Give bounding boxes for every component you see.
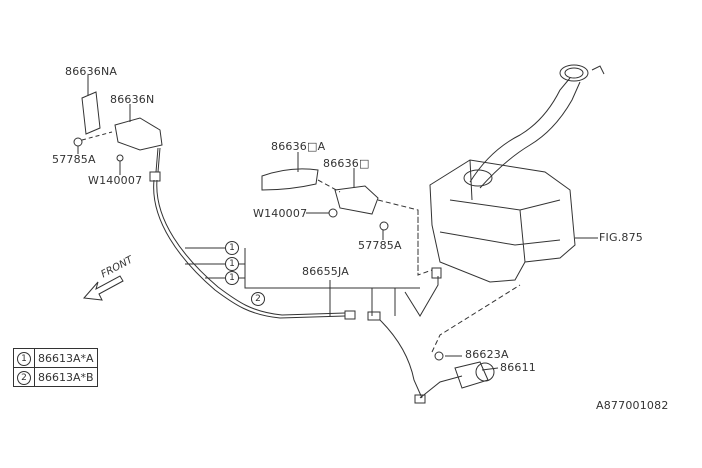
label-W140007-left: W140007: [88, 174, 143, 187]
callout-2: 2: [251, 292, 265, 306]
callout-1: 1: [225, 271, 239, 285]
washer-hose: [153, 147, 346, 319]
label-57785A-left: 57785A: [52, 153, 96, 166]
label-86623A: 86623A: [465, 348, 509, 361]
callout-1: 1: [225, 257, 239, 271]
label-86636N: 86636N: [110, 93, 155, 106]
label-86636NA: 86636NA: [65, 65, 118, 78]
label-86655JA: 86655JA: [302, 265, 349, 278]
legend-part: 86613A*B: [34, 367, 98, 387]
label-86636x: 86636□: [323, 157, 370, 170]
callout-1: 1: [225, 241, 239, 255]
label-W140007-mid: W140007: [253, 207, 308, 220]
washer-tank: [429, 159, 576, 283]
nozzle-cover-mid: [261, 168, 319, 191]
diagram-id: A877001082: [596, 399, 669, 412]
washer-pump: [454, 361, 489, 389]
legend-row: 1 86613A*A: [13, 348, 98, 368]
legend-part: 86613A*A: [34, 348, 98, 368]
front-arrow-icon: [82, 275, 124, 301]
nozzle-mid: [334, 185, 379, 215]
nozzle-cover-left: [81, 91, 101, 135]
label-fig875: FIG.875: [599, 231, 643, 244]
legend-marker: 1: [17, 351, 31, 366]
legend-row: 2 86613A*B: [13, 367, 98, 387]
label-86636xA: 86636□A: [271, 140, 326, 153]
filler-neck: [469, 77, 581, 189]
label-57785A-mid: 57785A: [358, 239, 402, 252]
label-86611: 86611: [500, 361, 536, 374]
nozzle-left: [114, 117, 163, 151]
legend-marker: 2: [17, 370, 31, 385]
legend-table: 1 86613A*A 2 86613A*B: [13, 348, 98, 387]
